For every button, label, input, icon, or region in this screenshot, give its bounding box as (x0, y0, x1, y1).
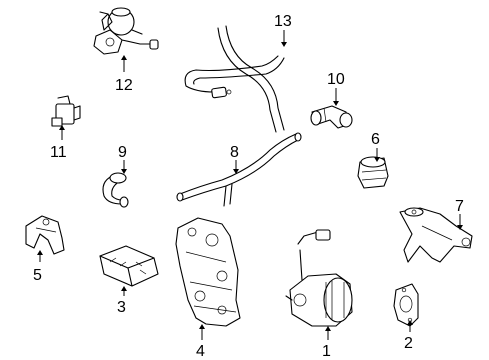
callout-1: 1 (322, 343, 331, 360)
callout-12: 12 (115, 77, 133, 94)
part-10-elbow (310, 105, 353, 129)
part-12-valve (93, 7, 159, 55)
callout-8: 8 (230, 144, 239, 161)
part-6-cap (357, 156, 389, 189)
callout-4: 4 (196, 343, 205, 360)
callout-6: 6 (371, 131, 380, 148)
callout-10: 10 (327, 71, 345, 88)
callout-5: 5 (33, 267, 42, 284)
callout-3: 3 (117, 299, 126, 316)
part-8-pipe (176, 132, 302, 207)
callout-9: 9 (118, 144, 127, 161)
callout-13: 13 (274, 13, 292, 30)
part-7-bracket (399, 207, 473, 263)
callout-7: 7 (455, 198, 464, 215)
part-5-bracket (25, 215, 65, 255)
callout-11: 11 (50, 144, 67, 161)
part-1-pump (285, 229, 353, 327)
part-3-block (99, 245, 159, 287)
part-13-hose (184, 25, 285, 133)
part-4-bracket (175, 217, 241, 327)
part-2-gasket (393, 283, 419, 327)
callout-2: 2 (404, 335, 413, 352)
part-9-hose (102, 172, 129, 208)
part-11-sensor (51, 95, 81, 127)
